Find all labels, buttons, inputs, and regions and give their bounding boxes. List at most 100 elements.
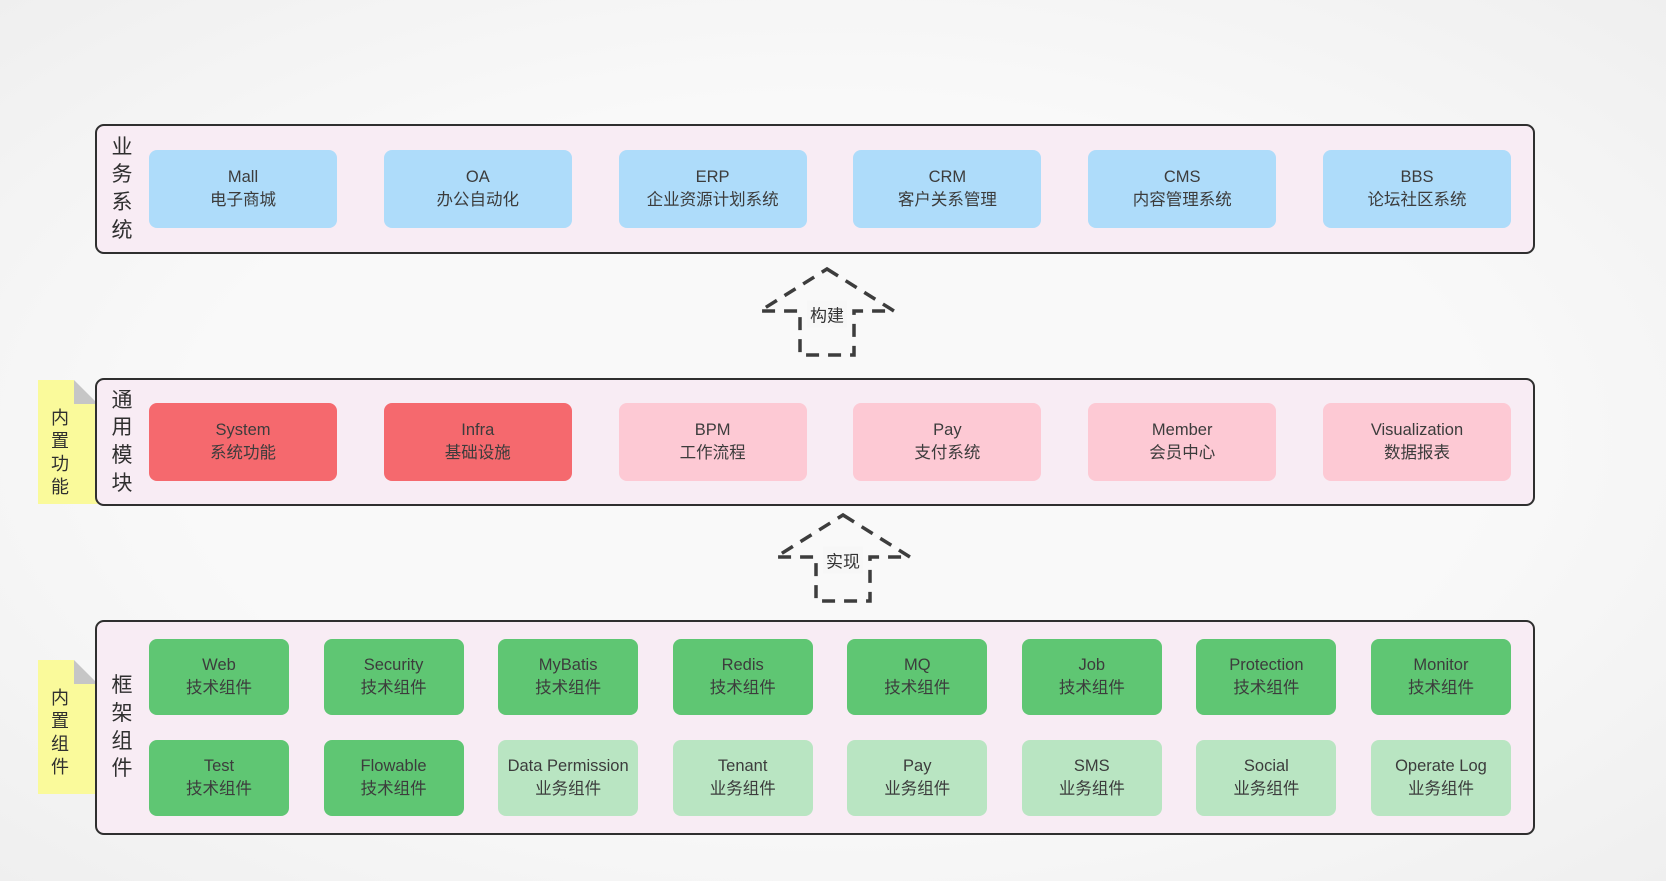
box-tenant: Tenant 业务组件 <box>672 740 813 816</box>
implement-arrow: 实现 <box>753 512 933 604</box>
box-name: OA <box>465 167 490 186</box>
box-name: Tenant <box>717 756 768 775</box>
panel-modules-label: 通用模块 <box>111 388 133 495</box>
box-bpm: BPM 工作流程 <box>618 403 807 481</box>
box-subtitle: 业务组件 <box>1233 780 1300 798</box>
box-name: Operate Log <box>1395 756 1487 775</box>
box-name: Monitor <box>1413 655 1469 674</box>
box-subtitle: 技术组件 <box>1407 679 1474 697</box>
box-subtitle: 技术组件 <box>1233 679 1300 697</box>
box-name: Security <box>363 655 424 674</box>
box-subtitle: 技术组件 <box>186 679 252 697</box>
box-member: Member 会员中心 <box>1088 403 1277 481</box>
box-system: System 系统功能 <box>149 403 337 481</box>
box-name: Infra <box>461 420 495 439</box>
box-subtitle: 技术组件 <box>535 679 602 697</box>
business-boxes: Mall 电子商城 OA 办公自动化 ERP 企业资源计划系统 CRM 客户关系管理 CMS 内容… <box>149 150 1511 228</box>
box-bbs: BBS 论坛社区系统 <box>1322 150 1511 228</box>
box-name: CMS <box>1163 167 1201 186</box>
box-name: Flowable <box>360 756 427 775</box>
panel-common-modules: 通用模块 System 系统功能 Infra 基础设施 BPM 工作流程 Pay 支付系统 Me… <box>95 378 1535 506</box>
up-arrow-icon <box>769 512 917 603</box>
box-name: Social <box>1243 756 1289 775</box>
box-name: Visualization <box>1370 420 1464 439</box>
panel-business-systems: 业务系统 Mall 电子商城 OA 办公自动化 ERP 企业资源计划系统 CRM 客户关系管理… <box>95 124 1535 254</box>
sticky-note-builtin-components: 内置组件 <box>38 660 98 794</box>
box-visualization: Visualization 数据报表 <box>1322 403 1511 481</box>
box-name: ERP <box>695 167 730 186</box>
build-arrow: 构建 <box>737 266 917 358</box>
box-subtitle: 电子商城 <box>210 191 276 209</box>
box-protection: Protection 技术组件 <box>1196 639 1337 715</box>
box-name: Redis <box>721 655 764 674</box>
box-operate-log: Operate Log 业务组件 <box>1370 740 1511 816</box>
box-mall: Mall 电子商城 <box>149 150 337 228</box>
sticky-note-builtin-features: 内置功能 <box>38 380 98 504</box>
box-flowable: Flowable 技术组件 <box>323 740 464 816</box>
build-arrow-label: 构建 <box>807 300 847 328</box>
box-cms: CMS 内容管理系统 <box>1088 150 1277 228</box>
box-name: Pay <box>933 420 962 439</box>
box-test: Test 技术组件 <box>149 740 289 816</box>
box-subtitle: 支付系统 <box>914 444 981 462</box>
box-subtitle: 业务组件 <box>535 780 602 798</box>
box-subtitle: 会员中心 <box>1149 444 1216 462</box>
box-subtitle: 基础设施 <box>444 444 511 462</box>
box-name: Mall <box>227 167 259 186</box>
box-subtitle: 技术组件 <box>709 679 776 697</box>
box-erp: ERP 企业资源计划系统 <box>618 150 807 228</box>
box-crm: CRM 客户关系管理 <box>853 150 1042 228</box>
panel-business-label: 业务系统 <box>111 135 133 242</box>
box-subtitle: 系统功能 <box>210 444 276 462</box>
box-subtitle: 办公自动化 <box>436 191 520 209</box>
box-subtitle: 内容管理系统 <box>1132 191 1232 209</box>
box-subtitle: 数据报表 <box>1383 444 1450 462</box>
box-subtitle: 技术组件 <box>186 780 252 798</box>
modules-boxes: System 系统功能 Infra 基础设施 BPM 工作流程 Pay 支付系统 Member 会… <box>149 403 1511 481</box>
box-name: Pay <box>903 756 932 775</box>
box-sms: SMS 业务组件 <box>1021 740 1162 816</box>
box-name: MQ <box>903 655 931 674</box>
box-mybatis: MyBatis 技术组件 <box>498 639 639 715</box>
box-name: BBS <box>1400 167 1434 186</box>
box-subtitle: 技术组件 <box>1058 679 1125 697</box>
up-arrow-icon <box>753 266 901 357</box>
box-subtitle: 业务组件 <box>1058 780 1125 798</box>
box-name: System <box>215 420 271 439</box>
box-subtitle: 业务组件 <box>709 780 776 798</box>
box-subtitle: 论坛社区系统 <box>1367 191 1467 209</box>
box-security: Security 技术组件 <box>323 639 464 715</box>
box-subtitle: 企业资源计划系统 <box>646 191 779 209</box>
box-subtitle: 技术组件 <box>884 679 951 697</box>
box-name: MyBatis <box>538 655 598 674</box>
box-pay: Pay 支付系统 <box>853 403 1042 481</box>
box-subtitle: 业务组件 <box>1407 780 1474 798</box>
box-name: Web <box>202 655 236 674</box>
box-subtitle: 技术组件 <box>360 780 427 798</box>
box-name: BPM <box>694 420 731 439</box>
box-social: Social 业务组件 <box>1196 740 1337 816</box>
box-name: SMS <box>1073 756 1110 775</box>
box-infra: Infra 基础设施 <box>383 403 572 481</box>
box-subtitle: 技术组件 <box>360 679 427 697</box>
box-subtitle: 工作流程 <box>679 444 746 462</box>
box-name: Member <box>1151 420 1213 439</box>
box-redis: Redis 技术组件 <box>672 639 813 715</box>
implement-arrow-label: 实现 <box>823 546 863 574</box>
sticky-note-text: 内置功能 <box>51 408 69 498</box>
box-name: Protection <box>1229 655 1304 674</box>
box-subtitle: 客户关系管理 <box>897 191 997 209</box>
box-mq: MQ 技术组件 <box>847 639 988 715</box>
box-monitor: Monitor 技术组件 <box>1370 639 1511 715</box>
box-name: CRM <box>928 167 967 186</box>
box-name: Test <box>203 756 235 775</box>
panel-components-label: 框架组件 <box>111 674 133 781</box>
